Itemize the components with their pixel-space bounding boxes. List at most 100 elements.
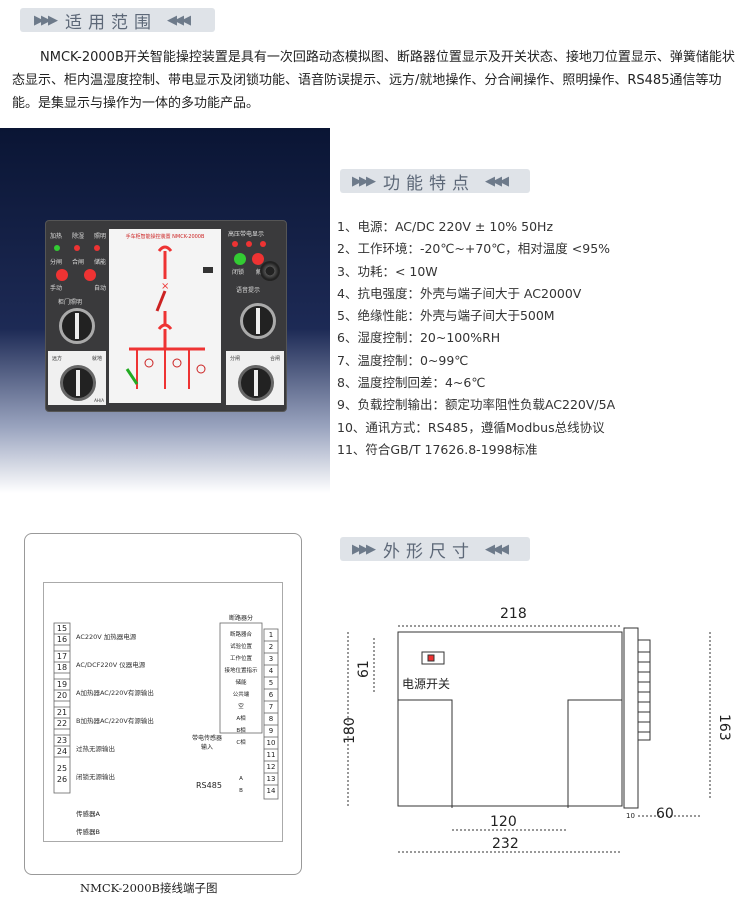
list-item: 8、温度控制回差：4~6℃ xyxy=(337,375,486,391)
terminal-num: 12 xyxy=(266,763,276,771)
power-switch-label: 电源开关 xyxy=(402,677,450,691)
terminal-num: 17 xyxy=(56,652,68,661)
section-header-features: ▶▶▶ 功能特点 ◀◀◀ xyxy=(340,169,530,194)
section-header-dimensions: ▶▶▶ 外形尺寸 ◀◀◀ xyxy=(340,537,530,562)
terminal-num: 21 xyxy=(56,708,68,717)
sensor-b-label: 传感器B xyxy=(76,828,100,836)
arrows-right-icon: ▶▶▶ xyxy=(34,12,58,28)
terminal-num: 23 xyxy=(56,736,68,745)
label-store: 储能 xyxy=(93,259,106,266)
terminal-label: A相 xyxy=(236,716,246,722)
dim-width-top: 218 xyxy=(500,606,527,622)
list-item: 6、湿度控制：20~100%RH xyxy=(337,330,501,346)
arrows-right-icon: ▶▶▶ xyxy=(352,541,376,557)
terminal-label: B xyxy=(239,788,243,794)
terminal-num: 25 xyxy=(56,764,68,773)
mimic-screen: 手车柜智能操控装置 NMCK-2000B × xyxy=(109,229,221,403)
dim-height-left: 180 xyxy=(342,717,358,744)
right-title: 高压带电显示 xyxy=(228,231,265,238)
terminal-label: 接地位置指示 xyxy=(224,668,258,674)
led-red xyxy=(246,241,252,247)
terminal-num: 26 xyxy=(56,775,68,784)
arrows-right-icon: ▶▶▶ xyxy=(352,173,376,189)
screen-title: 手车柜智能操控装置 NMCK-2000B xyxy=(125,234,205,240)
led-red xyxy=(94,245,100,251)
led-red xyxy=(260,241,266,247)
speaker-icon xyxy=(260,261,280,281)
terminal-label: A xyxy=(239,776,243,782)
terminal-num: 24 xyxy=(56,747,68,756)
voice-knob[interactable] xyxy=(240,303,276,339)
terminal-label: 空 xyxy=(238,704,244,710)
dim-side-small: 10 xyxy=(626,812,635,820)
label-open: 分闸 xyxy=(50,259,63,266)
light-knob[interactable] xyxy=(59,308,95,344)
section-title: 功能特点 xyxy=(383,173,475,194)
indicator-block xyxy=(203,267,213,273)
led-red xyxy=(74,245,80,251)
terminal-label: 工作位置 xyxy=(229,656,252,662)
label-local: 就地 xyxy=(91,356,102,362)
list-item: 7、温度控制：0~99℃ xyxy=(337,352,469,368)
label-trip: 分闸 xyxy=(230,356,241,362)
terminal-label: C相 xyxy=(236,740,246,746)
sensor-input-label: 带电传感器输入 xyxy=(191,735,222,751)
label-dehumid: 除湿 xyxy=(71,233,84,240)
terminal-num: 4 xyxy=(268,667,274,675)
lock-button[interactable] xyxy=(234,253,246,265)
terminal-label: 闭锁无源输出 xyxy=(76,773,115,781)
terminal-label: 公共端 xyxy=(232,692,250,698)
terminal-num: 1 xyxy=(268,631,274,639)
label-close2: 合闸 xyxy=(269,356,280,362)
label-close: 合闸 xyxy=(71,259,84,266)
terminal-num: 6 xyxy=(268,691,274,699)
terminal-label: 断路器合 xyxy=(229,632,252,638)
led-red xyxy=(232,241,238,247)
terminal-label xyxy=(220,761,262,773)
arrows-left-icon: ◀◀◀ xyxy=(485,541,509,557)
terminal-num: 3 xyxy=(268,655,274,663)
rating-label: AH/A xyxy=(94,398,104,403)
list-item: 3、功耗：< 10W xyxy=(337,263,438,279)
label-remote: 远方 xyxy=(52,356,63,362)
dim-small-left: 61 xyxy=(356,660,372,678)
terminal-num: 11 xyxy=(266,751,276,759)
terminal-num: 20 xyxy=(56,691,68,700)
manual-button[interactable] xyxy=(56,269,68,281)
product-photo: 加热 除湿 照明 分闸 合闸 储能 手动 自动 柜门照明 远方 就地 AH/A … xyxy=(0,128,330,493)
list-item: 2、工作环境：-20℃~+70℃，相对温度 <95% xyxy=(337,241,611,257)
terminal-label: AC/DCF220V 仪器电源 xyxy=(76,661,146,669)
svg-text:×: × xyxy=(161,281,169,292)
dimension-drawing: 218 180 61 120 232 163 60 电源开关 10 xyxy=(342,606,732,853)
list-item: 11、符合GB/T 17626.8-1998标准 xyxy=(337,441,538,457)
terminal-num: 19 xyxy=(56,680,68,689)
led-green xyxy=(54,245,60,251)
label-auto: 自动 xyxy=(93,285,106,292)
arrows-left-icon: ◀◀◀ xyxy=(485,173,509,189)
terminal-num: 22 xyxy=(56,719,68,728)
dim-width-bottom: 232 xyxy=(492,836,519,852)
remote-local-switch[interactable] xyxy=(60,365,96,401)
label-lock: 闭锁 xyxy=(232,269,245,276)
list-item: 5、绝缘性能：外壳与端子间大于500M xyxy=(337,308,555,324)
label-voice: 语音提示 xyxy=(236,287,261,294)
section-title: 外形尺寸 xyxy=(383,541,475,562)
trip-close-switch[interactable] xyxy=(238,365,274,401)
right-header: 断路器分 xyxy=(228,615,253,622)
unlock-button[interactable] xyxy=(252,253,264,265)
sensor-a-label: 传感器A xyxy=(76,810,100,818)
terminal-num: 7 xyxy=(268,703,274,711)
section-title: 适用范围 xyxy=(65,12,157,33)
auto-button[interactable] xyxy=(84,269,96,281)
label-heat: 加热 xyxy=(50,233,63,240)
terminal-num: 18 xyxy=(56,663,68,672)
list-item: 10、通讯方式：RS485，遵循Modbus总线协议 xyxy=(337,419,605,435)
terminal-label: 储能 xyxy=(235,680,247,686)
mimic-diagram: × xyxy=(125,245,206,389)
terminal-num: 2 xyxy=(268,643,274,651)
terminal-label: A加热器AC/220V有源输出 xyxy=(76,689,154,697)
label-door-light: 柜门照明 xyxy=(58,299,83,306)
feature-list: 1、电源：AC/DC 220V ± 10% 50Hz 2、工作环境：-20℃~+… xyxy=(337,216,615,461)
terminal-label: B加热器AC/220V有源输出 xyxy=(76,717,154,725)
terminal-label: B相 xyxy=(236,728,246,734)
